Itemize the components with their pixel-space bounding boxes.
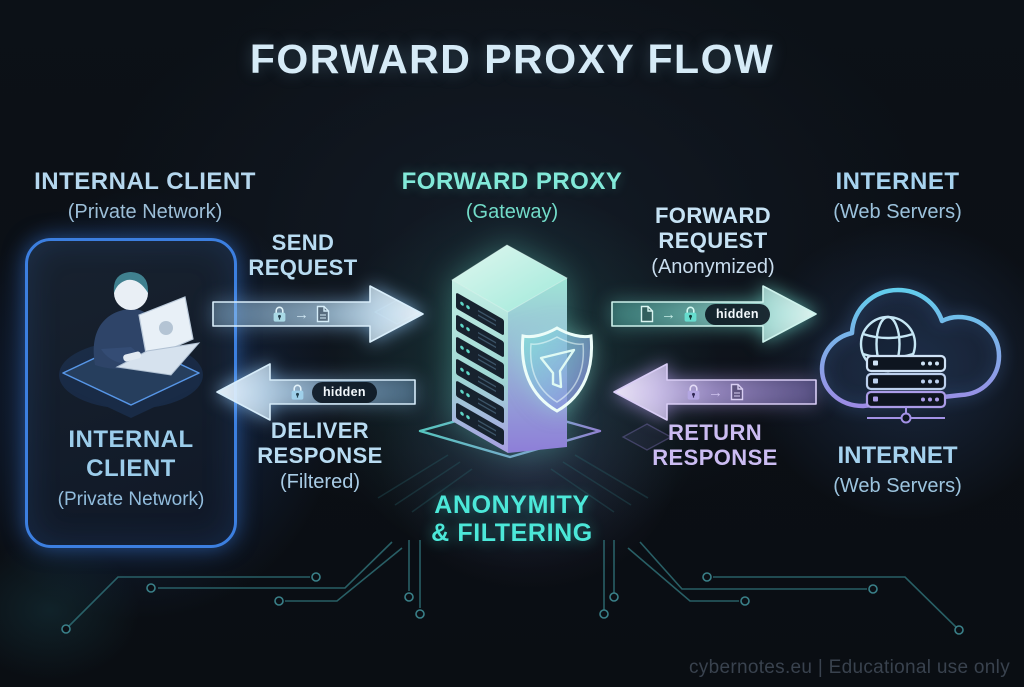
proxy-subheading: (Gateway) <box>465 200 559 223</box>
internet-header: INTERNET (Web Servers) <box>775 168 1020 224</box>
watermark: cybernotes.eu | Educational use only <box>689 657 1010 678</box>
return-response-label: RETURN RESPONSE <box>633 420 797 470</box>
client-card-label: INTERNAL CLIENT (Private Network) <box>58 425 205 511</box>
arrow-glyph: → <box>294 305 309 323</box>
person-at-laptop-icon <box>59 272 203 418</box>
send-request-label: SEND REQUEST <box>233 230 373 280</box>
lock-icon <box>291 384 304 400</box>
internet-footer-label: INTERNET (Web Servers) <box>780 442 1015 498</box>
forward-label-line2: REQUEST <box>658 227 768 253</box>
forward-label-line1: FORWARD <box>654 203 772 228</box>
client-heading: INTERNAL CLIENT <box>34 168 256 195</box>
deco-diamond-right <box>621 423 673 451</box>
internet-heading: INTERNET <box>835 168 960 195</box>
client-header: INTERNAL CLIENT (Private Network) <box>12 168 278 224</box>
return-response-arrow-icons: → <box>686 378 744 406</box>
server-rack-slots <box>456 293 504 445</box>
proxy-caption-line2: & FILTERING <box>431 519 593 547</box>
internet-footer-subheading: (Web Servers) <box>833 474 962 497</box>
forward-request-arrow-icons: → hidden <box>640 300 770 328</box>
client-card-subtitle: (Private Network) <box>57 488 205 510</box>
document-icon <box>316 305 330 323</box>
forward-request-label: FORWARD REQUEST (Anonymized) <box>628 203 798 279</box>
deliver-label-line2: RESPONSE <box>257 442 383 468</box>
funnel-icon <box>539 348 576 389</box>
server-stack-icon <box>865 354 947 424</box>
shield-filter-icon <box>520 326 594 413</box>
deliver-response-label: DELIVER RESPONSE (Filtered) <box>238 418 402 494</box>
internet-cloud-icon <box>819 287 1002 424</box>
proxy-heading: FORWARD PROXY <box>401 168 623 195</box>
deliver-response-arrow-icons: hidden <box>290 378 377 406</box>
hidden-badge: hidden <box>705 303 770 325</box>
return-label-line1: RETURN <box>667 420 763 445</box>
send-label-line2: REQUEST <box>248 254 358 280</box>
platform-outline <box>418 404 602 459</box>
forward-label-line3: (Anonymized) <box>651 256 775 279</box>
document-icon <box>640 305 654 323</box>
client-card-title-line1: INTERNAL <box>68 426 194 453</box>
proxy-header: FORWARD PROXY (Gateway) <box>382 168 642 224</box>
internet-footer-heading: INTERNET <box>837 442 958 469</box>
circuit-traces <box>61 454 964 635</box>
client-card: INTERNAL CLIENT (Private Network) <box>25 238 237 548</box>
arrow-glyph: → <box>708 383 723 401</box>
return-label-line2: RESPONSE <box>652 444 778 470</box>
arrow-glyph: → <box>661 305 676 323</box>
hidden-badge: hidden <box>312 381 377 403</box>
lock-icon <box>684 306 697 322</box>
proxy-caption: ANONYMITY & FILTERING <box>402 491 622 547</box>
client-card-title-line2: CLIENT <box>86 455 176 483</box>
return-response-arrow <box>613 363 817 421</box>
deliver-label-line1: DELIVER <box>270 418 370 443</box>
send-request-arrow-icons: → <box>272 300 330 328</box>
client-subheading: (Private Network) <box>67 200 223 223</box>
document-icon <box>730 383 744 401</box>
proxy-server-icon <box>373 244 673 459</box>
page-title: FORWARD PROXY FLOW <box>249 36 775 82</box>
send-label-line1: SEND <box>271 230 335 255</box>
lock-icon <box>687 384 700 400</box>
deliver-label-line3: (Filtered) <box>279 471 360 494</box>
internet-subheading: (Web Servers) <box>833 200 962 223</box>
lock-icon <box>273 306 286 322</box>
proxy-caption-line1: ANONYMITY <box>434 491 590 519</box>
